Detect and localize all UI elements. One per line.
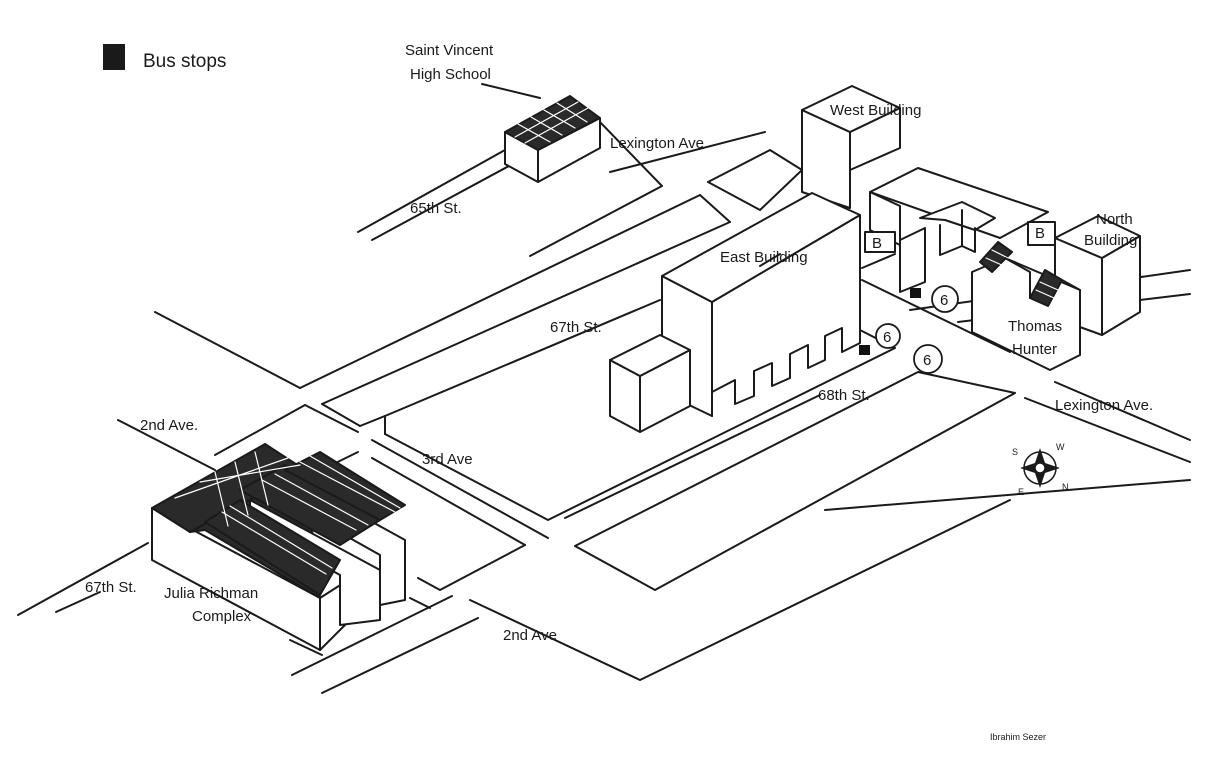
- label-67th-st-left: 67th St.: [85, 579, 137, 596]
- bus-stop-marker: [910, 288, 921, 298]
- street-right-line: [861, 279, 1011, 353]
- thomas-hunter-building: [971, 241, 1081, 371]
- legend: Bus stops: [103, 44, 226, 72]
- label-67th-st: 67th St.: [550, 319, 602, 336]
- route-marker-1: 6: [940, 292, 948, 309]
- street-lexington-line: [1024, 397, 1191, 463]
- entrance-west-label: B: [872, 235, 882, 252]
- bus-stop-swatch: [103, 44, 125, 70]
- street-65th-line: [371, 159, 521, 241]
- label-west-building: West Building: [830, 102, 921, 119]
- legend-label: Bus stops: [143, 51, 226, 72]
- street-lexington-line: [609, 131, 766, 173]
- street-lexington-line: [1054, 381, 1191, 441]
- street-bottom-line: [289, 639, 323, 656]
- street-67th-left-line: [17, 542, 149, 616]
- entrance-west: B: [864, 231, 896, 253]
- east-building: [609, 192, 861, 433]
- street-right-line: [861, 253, 896, 269]
- street-2nd-ave-line: [304, 404, 359, 433]
- street-block-line: [384, 299, 661, 417]
- street-lexington-block: [707, 149, 803, 211]
- route-marker-2: 6: [883, 329, 891, 346]
- street-67th-line: [359, 415, 386, 427]
- entrance-north: B: [1027, 221, 1056, 246]
- street-bottom-line: [321, 617, 479, 694]
- compass-s: S: [1012, 447, 1018, 457]
- label-lexington-top: Lexington Ave.: [610, 135, 708, 152]
- bus-stops: [859, 288, 921, 355]
- author-credit: Ibrahim Sezer: [990, 732, 1046, 742]
- label-north-building-line1: North: [1096, 211, 1133, 228]
- label-east-building: East Building: [720, 249, 808, 266]
- street-lower-line: [824, 479, 1191, 511]
- street-65th-line: [357, 149, 506, 233]
- street-3rd-ave-line: [417, 544, 526, 591]
- route-marker-3: 6: [923, 352, 931, 369]
- label-65th-st: 65th St.: [410, 200, 462, 217]
- street-lexington-block: [529, 119, 663, 257]
- street-67th-line: [299, 194, 701, 389]
- entrance-north-label: B: [1035, 225, 1045, 242]
- street-67th-line: [154, 311, 301, 389]
- street-67th-left-line: [55, 591, 101, 613]
- label-3rd-ave: 3rd Ave: [422, 451, 473, 468]
- street-67th-line: [699, 194, 731, 223]
- street-lower-line: [469, 599, 641, 681]
- label-2nd-ave-left: 2nd Ave.: [140, 417, 198, 434]
- street-67th-line: [321, 403, 361, 427]
- street-67th-line: [321, 221, 731, 405]
- saint-vincent-building: [481, 83, 601, 183]
- label-thomas-hunter-line2: Hunter: [1012, 341, 1057, 358]
- julia-richman-complex: [151, 443, 406, 651]
- bus-stop-marker: [859, 345, 870, 355]
- label-saint-vincent-line2: High School: [410, 66, 491, 83]
- label-julia-richman-line1: Julia Richman: [164, 585, 258, 602]
- street-2nd-ave-line: [214, 404, 306, 456]
- street-3rd-ave-line: [371, 457, 526, 546]
- bus-route-markers: 6 6 6: [875, 285, 959, 374]
- street-bottom-line: [291, 595, 453, 676]
- compass-w: W: [1056, 442, 1065, 452]
- label-saint-vincent-line1: Saint Vincent: [405, 42, 494, 59]
- label-68th-st: 68th St.: [818, 387, 870, 404]
- label-julia-richman-line2: Complex: [192, 608, 252, 625]
- street-bottom-line: [409, 597, 431, 609]
- street-lower-line: [639, 499, 1011, 681]
- label-2nd-ave-bottom: 2nd Ave: [503, 627, 557, 644]
- street-3rd-ave-line: [371, 439, 549, 539]
- compass-n: N: [1062, 482, 1069, 492]
- compass-rose-icon: S W E N: [1012, 442, 1069, 497]
- street-block-line: [574, 371, 1016, 591]
- street-68th-line: [564, 394, 821, 519]
- label-thomas-hunter-line1: Thomas: [1008, 318, 1062, 335]
- street-2nd-ave-line: [117, 419, 216, 471]
- compass-e: E: [1018, 487, 1024, 497]
- label-lexington-right: Lexington Ave.: [1055, 397, 1153, 414]
- label-north-building-line2: Building: [1084, 232, 1137, 249]
